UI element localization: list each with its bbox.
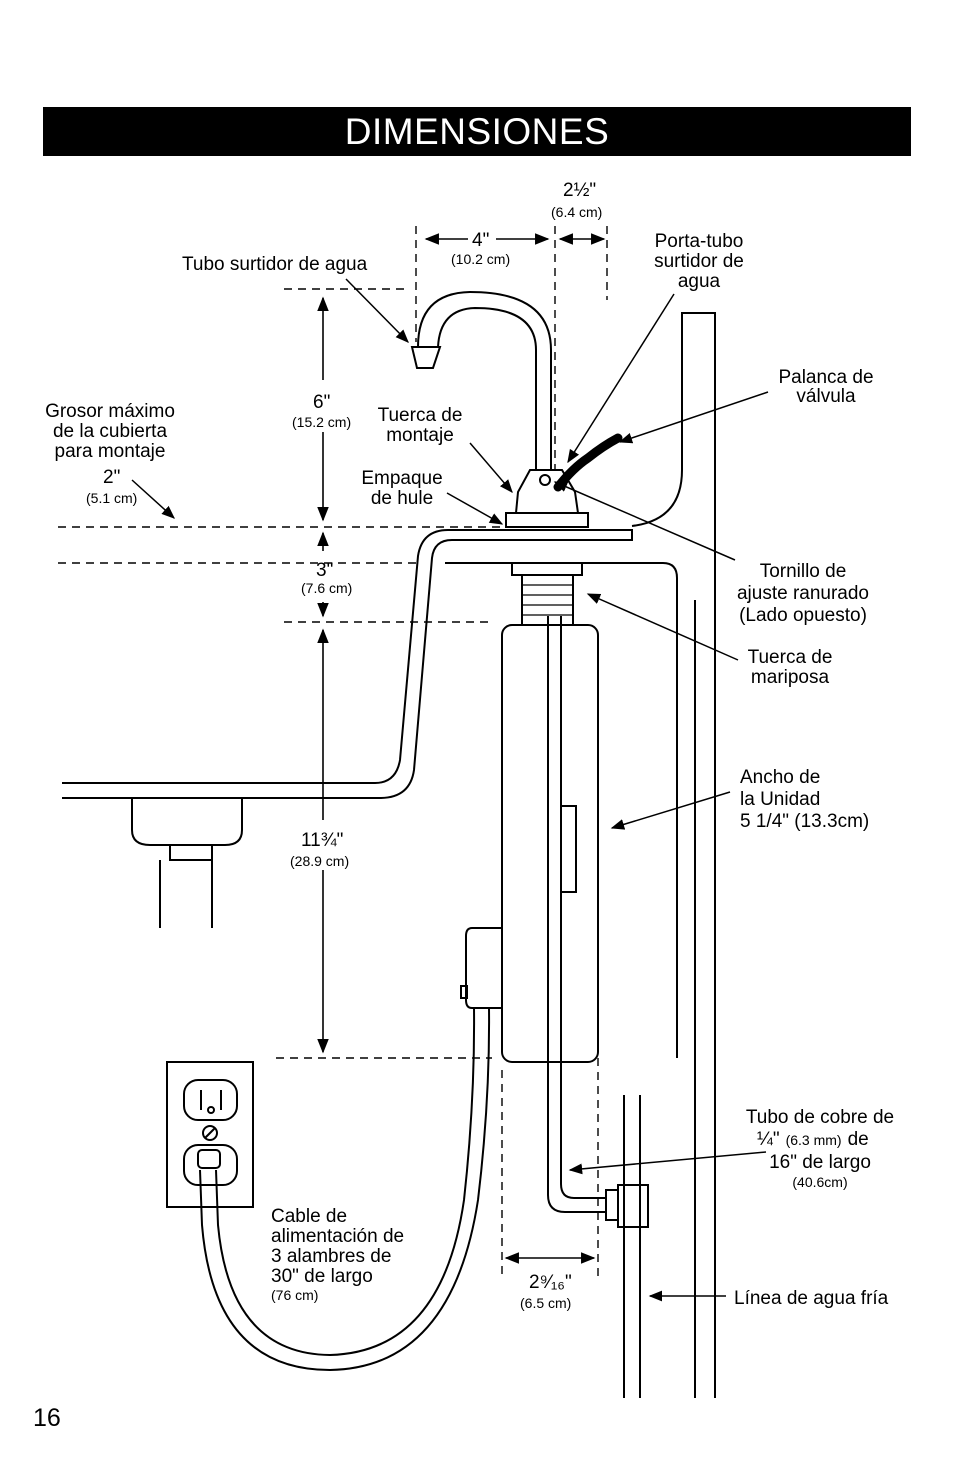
power-cord-label-4: 30" de largo [271,1266,373,1287]
dim-11-75in-metric: (28.9 cm) [290,853,349,869]
dim-2in-label: 2" [103,467,120,488]
holder-label-1: Porta-tubo [655,231,744,252]
tank [460,616,599,1063]
cold-water-line [623,1095,641,1398]
reference-lines [58,226,608,1278]
valve-lever-label-2: válvula [796,386,856,407]
dim-2-9-16in-label: 2⁹⁄₁₆" [529,1272,572,1293]
mount-nut-label-1: Tuerca de [378,405,463,426]
holder-label-2: surtidor de [654,251,744,272]
copper-tube-label-3: 16" de largo [769,1152,871,1173]
copper-tube-size-metric: (6.3 mm) [786,1132,842,1148]
dim-4in-metric: (10.2 cm) [451,251,510,267]
copper-tube-de: de [848,1129,869,1150]
leader-arrows [131,278,769,1302]
page-number: 16 [33,1404,61,1432]
power-cord [199,1007,491,1372]
faucet-spout [410,290,589,528]
shank [511,562,583,625]
holder-label-3: agua [678,271,721,292]
max-thickness-label-2: de la cubierta [53,421,168,442]
copper-tube-label-2: ¼" (6.3 mm) de [757,1129,869,1150]
dim-11-75in-label: 11¾" [301,830,343,851]
power-cord-label-2: alimentación de [271,1226,404,1247]
dim-6in-label: 6" [313,392,330,413]
max-thickness-label-1: Grosor máximo [45,401,175,422]
dim-2-9-16in-metric: (6.5 cm) [520,1295,571,1311]
power-cord-label-1: Cable de [271,1206,347,1227]
cold-line-label: Línea de agua fría [734,1288,889,1309]
power-cord-metric: (76 cm) [271,1287,318,1303]
spout-label: Tubo surtidor de agua [182,254,368,275]
page-title: DIMENSIONES [43,107,911,156]
unit-width-label-3: 5 1/4" (13.3cm) [740,811,869,832]
dim-2-5in-metric: (6.4 cm) [551,204,602,220]
gasket-label-2: de hule [371,488,433,509]
copper-tube [547,1060,649,1228]
dimension-arrows [317,233,606,1264]
gasket-label-1: Empaque [361,468,442,489]
dim-3in-label: 3" [316,560,333,581]
copper-tube-label-1: Tubo de cobre de [746,1107,894,1128]
dim-6in-metric: (15.2 cm) [292,414,351,430]
countertop [62,529,678,1058]
power-cord-label-3: 3 alambres de [271,1246,391,1267]
max-thickness-label-3: para montaje [55,441,166,462]
adjust-screw-label-3: (Lado opuesto) [739,605,867,626]
dim-4in-label: 4" [472,230,489,251]
unit-width-label-2: la Unidad [740,789,820,810]
dim-2-5in-label: 2½" [563,180,596,201]
dim-3in-metric: (7.6 cm) [301,580,352,596]
wing-nut-label-1: Tuerca de [748,647,833,668]
copper-tube-label-4: (40.6cm) [792,1174,847,1190]
adjust-screw-label-2: ajuste ranurado [737,583,869,604]
valve-lever-shape [553,433,623,492]
valve-lever-label-1: Palanca de [778,367,873,388]
dim-2in-metric: (5.1 cm) [86,490,137,506]
power-outlet [166,1061,254,1208]
adjust-screw-label-1: Tornillo de [760,561,847,582]
wing-nut-label-2: mariposa [751,667,830,688]
wall [631,312,716,1398]
unit-width-label-1: Ancho de [740,767,820,788]
mount-nut-label-2: montaje [386,425,454,446]
copper-tube-size: ¼" [757,1129,780,1150]
